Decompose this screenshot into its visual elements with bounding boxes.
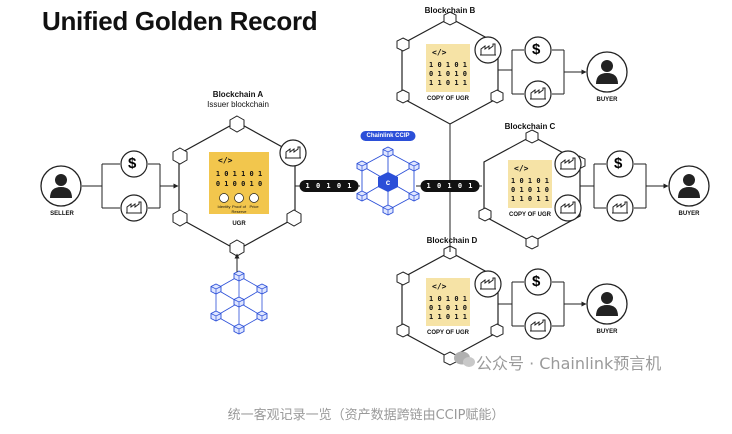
buyer-label: BUYER	[596, 97, 618, 103]
seller-label: SELLER	[50, 211, 74, 217]
dollar-sign: $	[532, 273, 541, 290]
bits-pill: 1 0 1 0 1	[299, 180, 359, 192]
ugr-label: UGR	[232, 221, 246, 227]
ugr-code-line: 0 1 0 1 0	[511, 186, 549, 194]
factory-icon	[279, 139, 307, 167]
ccip-badge: Chainlink CCIP	[360, 131, 416, 141]
ccip-node	[356, 190, 368, 202]
seller-user-icon	[40, 165, 82, 207]
chainlink-logo-icon: c	[378, 172, 398, 192]
dollar-sign: $	[128, 155, 137, 172]
attr-price: Price	[249, 204, 259, 209]
ugr-code-line: 0 1 0 1 0	[429, 304, 467, 312]
dollar-sign: $	[532, 41, 541, 58]
ugr-code-line: 1 0 1 1 0 1	[215, 170, 263, 178]
blockchain-c-label: Blockchain C	[504, 122, 556, 131]
buyer-user-icon	[586, 283, 628, 325]
page-title: Unified Golden Record	[42, 6, 318, 36]
blockchain-a-label: Blockchain A	[212, 90, 264, 99]
oracle-node	[256, 283, 268, 295]
ugr-code-line: 1 1 0 1 1	[511, 195, 549, 203]
blockchain-b-label: Blockchain B	[424, 6, 476, 15]
buyer-user-icon	[586, 51, 628, 93]
code-tag: </>	[432, 48, 447, 57]
svg-text:c: c	[386, 178, 391, 187]
blockchain-d-label: Blockchain D	[426, 236, 478, 245]
factory-icon	[120, 194, 148, 222]
blockchain-d-hexagon	[396, 245, 504, 366]
ugr-code-line: 0 1 0 1 0	[429, 70, 467, 78]
copy-ugr-label: COPY OF UGR	[427, 330, 469, 336]
ccip-node	[408, 160, 420, 172]
oracle-node	[233, 296, 245, 308]
ccip-node	[382, 146, 394, 158]
attr-proof-of-reserve: Proof of Reserve	[231, 204, 247, 214]
factory-icon	[554, 150, 582, 178]
factory-icon	[524, 312, 552, 340]
oracle-node	[233, 270, 245, 282]
oracle-node	[233, 323, 245, 335]
factory-icon	[474, 36, 502, 64]
ccip-node	[382, 204, 394, 216]
dollar-sign: $	[614, 155, 623, 172]
factory-icon	[606, 194, 634, 222]
factory-icon	[554, 194, 582, 222]
buyer-user-icon	[668, 165, 710, 207]
code-tag: </>	[514, 164, 529, 173]
watermark: 公众号 · Chainlink预言机	[476, 354, 662, 373]
factory-icon	[524, 80, 552, 108]
ccip-node	[356, 160, 368, 172]
attr-identity: Identity	[217, 204, 231, 209]
ugr-code-line: 1 0 1 0 1	[511, 177, 549, 185]
oracle-node	[256, 310, 268, 322]
copy-ugr-label: COPY OF UGR	[427, 96, 469, 102]
code-tag: </>	[218, 156, 233, 165]
caption: 统一客观记录一览（资产数据跨链由CCIP赋能）	[227, 408, 505, 423]
copy-ugr-label: COPY OF UGR	[509, 212, 551, 218]
factory-icon	[474, 270, 502, 298]
ugr-code-line: 1 0 1 0 1	[429, 295, 467, 303]
buyer-label: BUYER	[678, 211, 700, 217]
blockchain-a-hexagon	[172, 115, 302, 257]
blockchain-a-subtitle: Issuer blockchain	[207, 100, 269, 109]
oracle-node	[210, 283, 222, 295]
ugr-code-line: 1 1 0 1 1	[429, 313, 467, 321]
ugr-code-line: 1 0 1 0 1	[429, 61, 467, 69]
buyer-label: BUYER	[596, 329, 618, 335]
oracle-node	[210, 310, 222, 322]
blockchain-b-hexagon	[396, 11, 504, 125]
ugr-code-line: 0 1 0 0 1 0	[215, 180, 263, 188]
ccip-node	[408, 190, 420, 202]
bits-pill: 1 0 1 0 1	[420, 180, 480, 192]
wechat-logo-icon	[454, 351, 475, 367]
ugr-code-line: 1 1 0 1 1	[429, 79, 467, 87]
code-tag: </>	[432, 282, 447, 291]
